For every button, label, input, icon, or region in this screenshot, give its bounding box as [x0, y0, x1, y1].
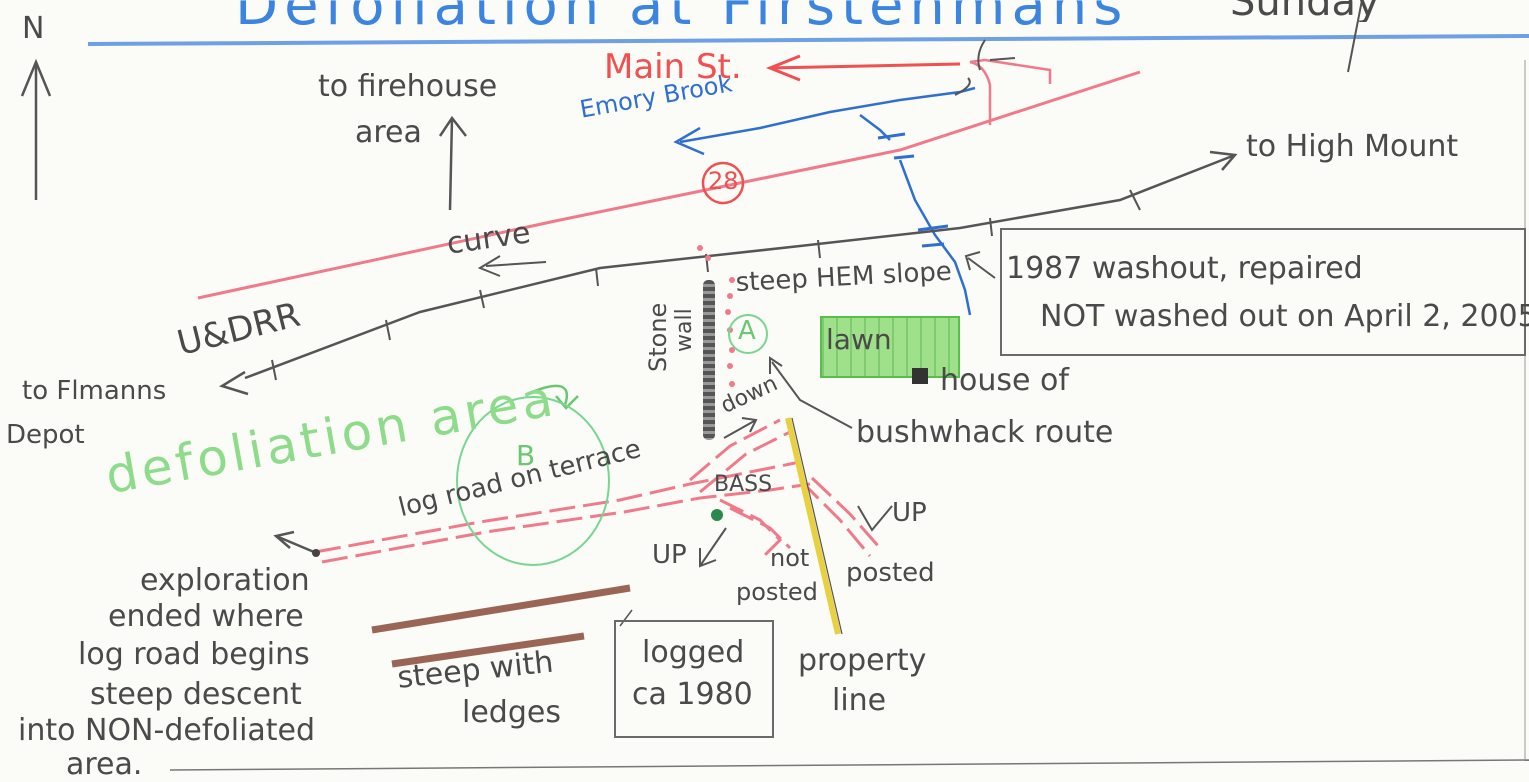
logged-pointer	[619, 609, 633, 627]
up-left-arrow	[699, 527, 727, 568]
washout-line-1: 1987 washout, repaired	[1006, 251, 1363, 286]
exploration-end-arrow	[273, 530, 315, 554]
route-28-label: 28	[708, 167, 739, 195]
title-underline	[87, 34, 1529, 46]
exploration-line-5: into NON-defoliated	[18, 713, 316, 748]
wall-label: wall	[672, 308, 697, 352]
exploration-line-2: ended where	[108, 599, 304, 634]
marker-b-circle	[456, 396, 610, 566]
marker-a-label: A	[738, 316, 756, 346]
date-slash	[1347, 0, 1363, 73]
up-right-arrow	[857, 505, 893, 532]
exploration-line-1: exploration	[140, 563, 310, 598]
bushwhack-route-label: bushwhack route	[856, 415, 1114, 450]
steep-ledges-line-2: ledges	[462, 695, 561, 730]
route-28-road	[197, 70, 1141, 300]
bass-label: BASS	[714, 472, 773, 497]
to-fleischmanns-label: to Flmanns	[22, 376, 167, 406]
udrr-railroad	[244, 153, 1236, 380]
main-st-bridge	[977, 39, 1016, 71]
stone-label: Stone	[644, 302, 672, 372]
not-posted-label: posted	[736, 578, 818, 606]
title-fragment: Defoliation at Firstenmans	[235, 0, 1129, 38]
washout-line-2: NOT washed out on April 2, 2005.	[1040, 299, 1529, 334]
property-line-label-1: property	[798, 643, 927, 678]
washout-box	[1000, 228, 1526, 356]
posted-label: posted	[846, 558, 935, 588]
not-label: not	[770, 544, 810, 572]
house-icon	[912, 368, 928, 384]
lawn-area	[820, 316, 960, 378]
logged-box	[614, 620, 774, 738]
bushwhack-pointer	[769, 356, 853, 429]
log-road	[314, 418, 882, 564]
to-firehouse-label: to firehouse	[318, 69, 498, 104]
brook-bridge-marks	[877, 132, 949, 248]
property-line	[785, 417, 841, 635]
bottom-line	[169, 759, 1529, 771]
main-st-label: Main St.	[604, 47, 742, 87]
steep-ledges-upper	[371, 584, 631, 634]
property-line-edge	[791, 417, 843, 635]
to-high-mount-label: to High Mount	[1246, 129, 1459, 164]
exploration-line-4: steep descent	[90, 677, 302, 712]
house-of-label: house of	[940, 363, 1069, 398]
date-fragment: Sunday	[1230, 0, 1380, 25]
exploration-line-3: log road begins	[78, 637, 310, 672]
firehouse-area-label: area	[355, 115, 422, 150]
stone-wall	[703, 280, 715, 440]
steep-ledges-lower	[391, 632, 585, 668]
property-line-label-2: line	[832, 683, 887, 718]
emory-brook-arrow	[673, 126, 705, 156]
north-label: N	[22, 11, 45, 46]
washout-pointer	[964, 251, 996, 279]
marker-a-circle	[728, 314, 768, 354]
steep-slope-dots	[697, 245, 735, 387]
lawn-label: lawn	[826, 323, 892, 356]
north-arrow-icon	[20, 58, 52, 200]
up-left-label: UP	[652, 540, 687, 570]
logged-line-2: ca 1980	[632, 677, 753, 712]
marker-b-label: B	[516, 439, 536, 472]
main-st-arrow	[765, 54, 961, 82]
up-right-label: UP	[892, 498, 927, 528]
bass-point	[711, 509, 723, 521]
curve-arrow	[477, 255, 547, 277]
firehouse-arrow	[438, 115, 467, 211]
brook-headwater	[954, 77, 971, 96]
down-arrow	[723, 417, 758, 439]
exploration-end-dot	[312, 549, 320, 557]
depot-label: Depot	[6, 420, 85, 450]
railroad-arrow-east	[1209, 150, 1238, 171]
railroad-arrow-west	[218, 370, 249, 396]
exploration-line-6: area.	[66, 747, 143, 782]
logged-line-1: logged	[642, 635, 745, 670]
route-28-marker	[701, 161, 745, 205]
